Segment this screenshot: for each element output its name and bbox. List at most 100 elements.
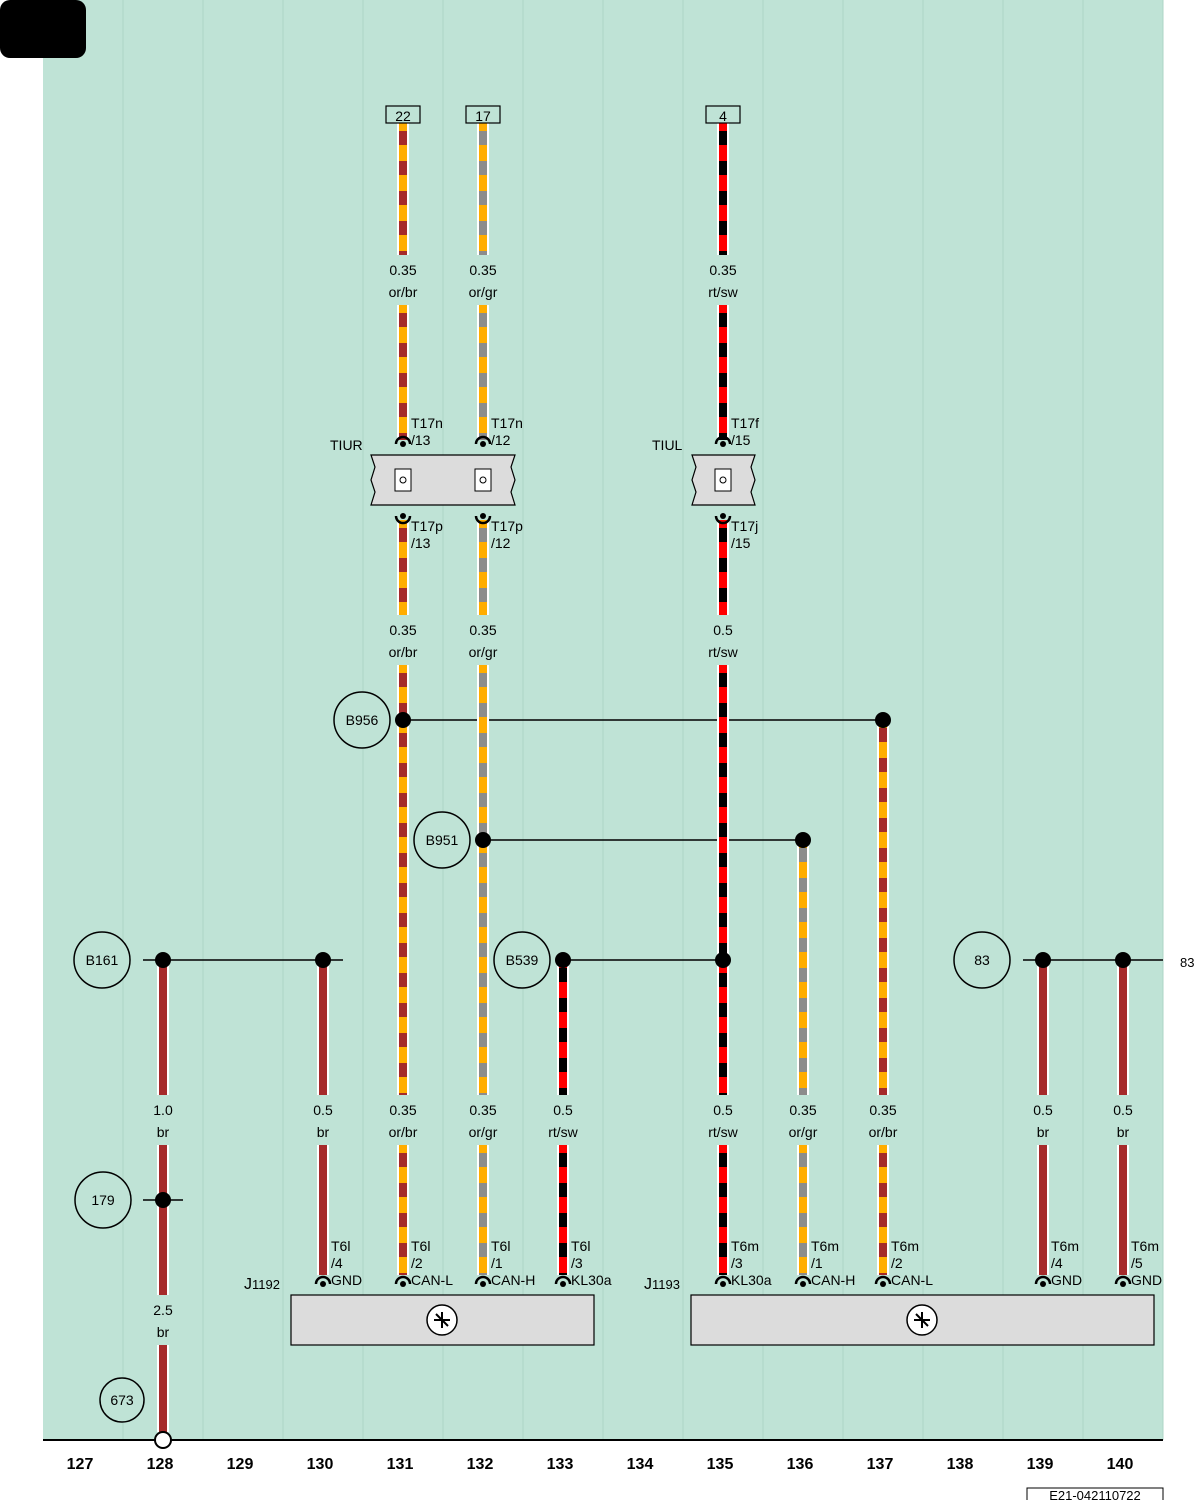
column-number: 133 — [547, 1456, 574, 1473]
coupling-name: TIUL — [652, 437, 683, 453]
svg-text:0.5: 0.5 — [1113, 1102, 1133, 1118]
junction-dot — [1115, 952, 1131, 968]
column-number: 130 — [307, 1456, 334, 1473]
svg-text:17: 17 — [475, 108, 491, 124]
wire-segment — [717, 305, 729, 440]
wires — [157, 123, 1129, 1432]
pin-contact — [394, 1275, 412, 1287]
svg-text:or/gr: or/gr — [789, 1124, 818, 1140]
svg-text:GND: GND — [331, 1272, 362, 1288]
wire-segment — [397, 665, 409, 1095]
wire-segment — [1037, 1145, 1049, 1275]
page-corner-tab — [0, 0, 86, 58]
coupling-tiul: TIUL — [652, 437, 756, 506]
junction-179: 179 — [74, 1171, 132, 1229]
control-unit-icon — [434, 1312, 450, 1328]
svg-text:0.35: 0.35 — [469, 262, 496, 278]
svg-text:or/br: or/br — [389, 1124, 418, 1140]
svg-text:/1: /1 — [491, 1255, 503, 1271]
pin-contact — [1034, 1275, 1052, 1287]
svg-text:179: 179 — [91, 1192, 115, 1208]
svg-text:CAN-L: CAN-L — [411, 1272, 453, 1288]
column-number: 139 — [1027, 1456, 1054, 1473]
svg-text:/12: /12 — [491, 432, 511, 448]
wire-segment — [397, 1145, 409, 1275]
junction-dot — [715, 952, 731, 968]
column-number: 129 — [227, 1456, 254, 1473]
wire-segment — [717, 520, 729, 615]
svg-text:/13: /13 — [411, 535, 431, 551]
svg-text:B539: B539 — [506, 952, 539, 968]
svg-text:/1: /1 — [811, 1255, 823, 1271]
junction-673: 673 — [99, 1377, 145, 1423]
j1193-pin-labels: T6m /3 KL30a T6m /1 CAN-H T6m /2 CAN-L T… — [731, 1238, 1162, 1288]
svg-text:rt/sw: rt/sw — [548, 1124, 578, 1140]
column-number: 132 — [467, 1456, 494, 1473]
wire-segment — [397, 520, 409, 615]
svg-text:br: br — [1117, 1124, 1130, 1140]
svg-text:1.0: 1.0 — [153, 1102, 173, 1118]
pin-contact — [474, 1275, 492, 1287]
svg-text:KL30a: KL30a — [571, 1272, 612, 1288]
wire-segment — [317, 960, 329, 1095]
svg-text:0.5: 0.5 — [1033, 1102, 1053, 1118]
svg-text:B951: B951 — [426, 832, 459, 848]
svg-text:0.35: 0.35 — [469, 1102, 496, 1118]
pin-contact — [474, 513, 492, 525]
coupling-tiur: TIUR — [330, 437, 516, 506]
coupling-pin-labels: T17n /13 T17n /12 T17f /15 T17p /13 T17p… — [411, 415, 759, 551]
wire-labels-middle: 0.35 or/br 0.35 or/gr 0.5 rt/sw — [389, 622, 739, 660]
junction-dot — [475, 832, 491, 848]
wire-segment — [557, 960, 569, 1095]
svg-text:0.35: 0.35 — [389, 622, 416, 638]
wire-labels-top: 0.35 or/br 0.35 or/gr 0.35 rt/sw — [389, 262, 739, 300]
svg-text:T17p: T17p — [411, 518, 443, 534]
svg-text:or/br: or/br — [389, 644, 418, 660]
column-number: 140 — [1107, 1456, 1134, 1473]
svg-text:br: br — [1037, 1124, 1050, 1140]
component-label: J1193 — [644, 1276, 680, 1293]
wire-segment — [877, 1145, 889, 1275]
pin-contact — [874, 1275, 892, 1287]
svg-text:rt/sw: rt/sw — [708, 284, 738, 300]
wire-segment — [317, 1145, 329, 1275]
svg-text:E21-042110722: E21-042110722 — [1049, 1488, 1141, 1500]
junction-dot — [155, 1192, 171, 1208]
junction-b161: B161 — [73, 931, 131, 989]
svg-text:rt/sw: rt/sw — [708, 1124, 738, 1140]
svg-text:CAN-H: CAN-H — [491, 1272, 535, 1288]
junction-dot — [1035, 952, 1051, 968]
svg-text:GND: GND — [1131, 1272, 1162, 1288]
wire-segment — [877, 720, 889, 1095]
column-number: 138 — [947, 1456, 974, 1473]
svg-text:/15: /15 — [731, 432, 751, 448]
svg-text:T6m: T6m — [811, 1238, 839, 1254]
wire-segment — [557, 1145, 569, 1275]
junction-dot — [155, 952, 171, 968]
svg-text:or/br: or/br — [389, 284, 418, 300]
svg-text:83: 83 — [974, 952, 990, 968]
column-number: 128 — [147, 1456, 174, 1473]
svg-text:22: 22 — [395, 108, 411, 124]
wire-segment — [1117, 1145, 1129, 1275]
connector-box-22: 22 — [385, 105, 421, 124]
svg-text:673: 673 — [110, 1392, 134, 1408]
svg-text:T6l: T6l — [331, 1238, 350, 1254]
junction-b956: B956 — [333, 691, 391, 749]
svg-text:0.35: 0.35 — [709, 262, 736, 278]
svg-text:T6m: T6m — [1131, 1238, 1159, 1254]
document-code: E21-042110722 — [1026, 1487, 1164, 1500]
wire-segment — [157, 960, 169, 1095]
svg-text:T6m: T6m — [1051, 1238, 1079, 1254]
svg-text:or/gr: or/gr — [469, 644, 498, 660]
svg-text:/12: /12 — [491, 535, 511, 551]
wire-segment — [397, 123, 409, 255]
pin-contacts — [314, 435, 1132, 1287]
svg-text:0.5: 0.5 — [313, 1102, 333, 1118]
svg-text:0.35: 0.35 — [389, 262, 416, 278]
svg-text:/2: /2 — [411, 1255, 423, 1271]
wire-segment — [797, 840, 809, 1095]
pin-contact — [794, 1275, 812, 1287]
pin-contact — [714, 1275, 732, 1287]
connector-box-4: 4 — [705, 105, 741, 124]
